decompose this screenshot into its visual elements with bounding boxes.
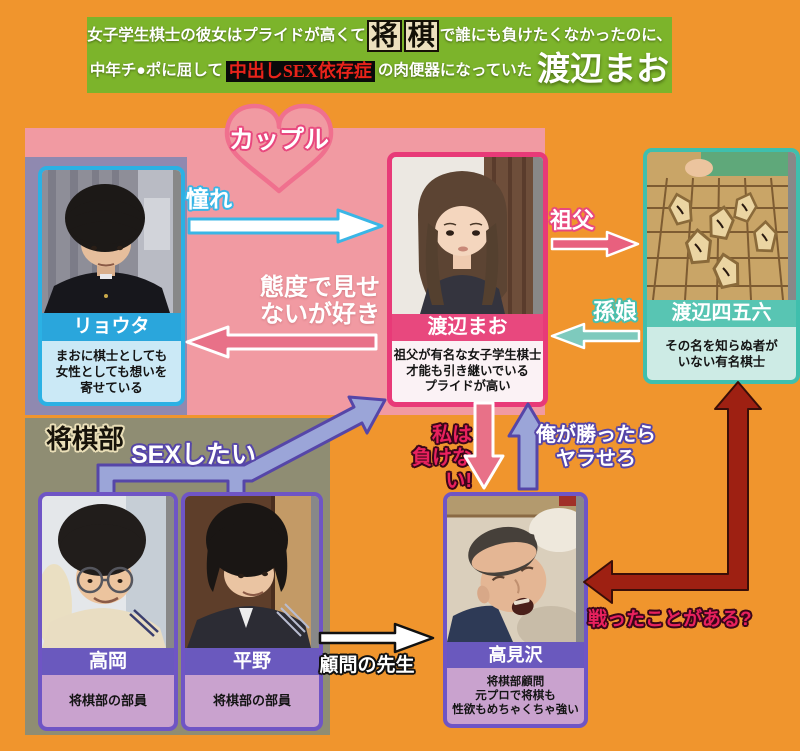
banner-line2-text: 中年チ●ポに屈して	[89, 62, 223, 80]
have-fought-arrow	[583, 381, 762, 604]
granddaughter-arrow	[550, 322, 641, 350]
character-name: リョウタ	[42, 313, 181, 341]
banner-line1-text2: で誰にも負けたくなかったのに、	[439, 27, 672, 45]
banner-line2: 中年チ●ポに屈して 中出しSEX依存症 の肉便器になっていた 渡辺まお	[90, 52, 669, 90]
character-name: 高岡	[42, 648, 174, 675]
banner-highlight: 中出しSEX依存症	[225, 60, 375, 82]
shogi-club-label: 将棋部	[46, 424, 125, 454]
takaoka-photo	[42, 496, 174, 648]
character-card-ryouta: リョウタ まおに棋士としても 女性としても想いを 寄せている	[38, 166, 185, 406]
mao-photo	[392, 157, 543, 314]
character-name: 高見沢	[447, 642, 584, 668]
character-description: その名を知らぬ者が いない有名棋士	[665, 338, 778, 369]
title-banner: 女子学生棋士の彼女はプライドが高くて 将 棋 で誰にも負けたくなかったのに、 中…	[87, 17, 672, 93]
likes-secretly-label: 態度で見せ ないが好き	[260, 274, 380, 328]
wont-lose-label: 私は 負けない!	[412, 424, 472, 492]
character-card-mao: 渡辺まお 祖父が有名な女子学生棋士 才能も引き継いでいる プライドが高い	[387, 152, 548, 407]
character-description: 将棋部顧問 元プロで将棋も 性欲もめちゃくちゃ強い	[452, 675, 579, 716]
wants-sex-label: SEXしたい	[131, 441, 257, 469]
character-card-hirano: 平野 将棋部の部員	[181, 492, 323, 731]
shigoro-photo	[647, 152, 796, 300]
banner-line1-text: 女子学生棋士の彼女はプライドが高くて	[87, 27, 366, 45]
advisor-arrow	[318, 622, 435, 654]
takamizawa-photo	[447, 496, 584, 642]
wants-sex-arrow	[96, 395, 387, 497]
have-fought-label: 戦ったことがある?	[588, 609, 752, 630]
character-description: 将棋部の部員	[212, 692, 291, 708]
shogi-tile-icon: 将	[366, 19, 402, 53]
character-description: 祖父が有名な女子学生棋士 才能も引き継いでいる プライドが高い	[393, 347, 542, 394]
admiration-label: 憧れ	[186, 186, 232, 212]
if-i-win-label: 俺が勝ったら ヤラせろ	[536, 424, 656, 470]
character-description: まおに棋士としても 女性としても想いを 寄せている	[55, 348, 168, 395]
character-name: 渡辺まお	[392, 314, 543, 341]
shogi-tile-icon: 棋	[403, 19, 439, 53]
wont-lose-arrow	[463, 401, 505, 490]
heart-icon	[224, 103, 334, 194]
ryouta-photo	[42, 170, 181, 313]
character-card-shigoro: 渡辺四五六 その名を知らぬ者が いない有名棋士	[643, 148, 800, 384]
hirano-photo	[185, 496, 319, 648]
if-i-win-arrow	[507, 402, 549, 491]
couple-label: カップル	[228, 126, 329, 154]
granddaughter-label: 孫娘	[593, 299, 638, 324]
admiration-arrow	[187, 208, 384, 244]
character-card-takaoka: 高岡 将棋部の部員	[38, 492, 178, 731]
banner-line1: 女子学生棋士の彼女はプライドが高くて 将 棋 で誰にも負けたくなかったのに、	[87, 19, 672, 53]
grandfather-arrow	[550, 230, 640, 258]
likes-secretly-arrow	[185, 325, 378, 359]
character-name: 渡辺四五六	[647, 300, 796, 327]
banner-actress-name: 渡辺まお	[537, 52, 670, 89]
character-card-takamizawa: 高見沢 将棋部顧問 元プロで将棋も 性欲もめちゃくちゃ強い	[443, 492, 588, 728]
advisor-label: 顧問の先生	[319, 655, 415, 676]
character-name: 平野	[185, 648, 319, 675]
character-description: 将棋部の部員	[68, 692, 147, 708]
grandfather-label: 祖父	[550, 208, 595, 233]
banner-line2-text2: の肉便器になっていた	[377, 62, 533, 80]
